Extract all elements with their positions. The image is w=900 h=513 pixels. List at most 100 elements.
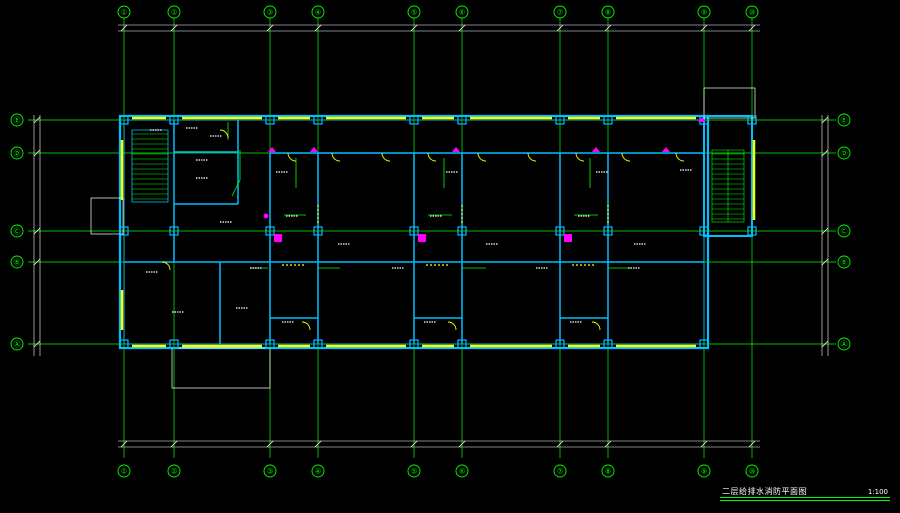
axis-label: ④ [315,9,321,17]
stair-treads [132,133,744,220]
axis-bubble-top: ① [117,5,131,19]
axis-label: ⑤ [411,9,417,17]
hydrant-box-icon [274,234,282,242]
axis-bubble-top: ⑤ [407,5,421,19]
axis-bubble-right: Ⓑ [837,255,851,269]
fire-hydrant-icon [310,147,318,152]
axis-label: ⑥ [459,9,465,17]
axis-bubble-left: Ⓒ [10,224,24,238]
column [603,226,613,236]
column [603,115,613,125]
fire-hydrant-icon [592,147,600,152]
axis-bubble-top: ⑥ [455,5,469,19]
axis-bubble-left: Ⓓ [10,146,24,160]
axis-label: Ⓔ [14,117,21,125]
door-swing [477,152,487,162]
dimension-tick [120,24,128,32]
dimension-tick [700,440,708,448]
fire-hydrant-icon [268,147,276,152]
dimension-tick [314,24,322,32]
axis-label: ① [121,9,127,17]
dimension-tick [748,24,756,32]
fire-hydrant-icon [662,147,670,152]
axis-bubble-bottom: ① [117,464,131,478]
column [457,115,467,125]
drawing-scale: 1:100 [867,488,888,496]
column [699,226,709,236]
axis-label: Ⓒ [841,228,848,236]
column [169,115,179,125]
column [119,115,129,125]
axis-label: Ⓓ [841,150,848,158]
dimension-tick [33,258,41,266]
axis-label: ⑤ [411,468,417,476]
column [313,339,323,349]
axis-bubble-top: ⑨ [697,5,711,19]
column [603,339,613,349]
dimension-tick [821,258,829,266]
axis-label: Ⓓ [14,150,21,158]
dimension-tick [556,24,564,32]
axis-label: ② [171,468,177,476]
axis-bubble-right: Ⓓ [837,146,851,160]
column [313,226,323,236]
fire-hydrant-icon [452,147,460,152]
fire-hydrants [263,117,706,242]
right-stair [711,149,745,223]
column [169,226,179,236]
dimension-tick [556,440,564,448]
dimension-ticks [33,24,829,448]
dimension-tick [821,116,829,124]
dimension-tick [604,440,612,448]
column [409,226,419,236]
axis-bubble-top: ⑦ [553,5,567,19]
axis-label: ④ [315,468,321,476]
axis-bubble-bottom: ② [167,464,181,478]
door-swing [161,261,171,271]
axis-bubble-bottom: ⑦ [553,464,567,478]
dimension-tick [604,24,612,32]
column [699,339,709,349]
dimension-tick [821,149,829,157]
axis-label: Ⓒ [14,228,21,236]
door-swing [575,152,585,162]
dimension-tick [170,440,178,448]
dimension-tick [266,440,274,448]
dimension-tick [33,340,41,348]
axis-label: ① [121,468,127,476]
axis-label: ③ [267,468,273,476]
fixture-marks [282,205,609,266]
column [555,226,565,236]
column [119,339,129,349]
axis-label: Ⓐ [841,341,848,349]
dimension-tick [410,440,418,448]
structural-columns [119,115,757,349]
column [457,339,467,349]
door-swing [527,152,537,162]
axis-label: ② [171,9,177,17]
axis-bubble-left: Ⓐ [10,337,24,351]
axis-label: Ⓑ [14,259,21,267]
door-swing [331,152,341,162]
dimension-tick [458,440,466,448]
dimension-tick [458,24,466,32]
axis-bubble-bottom: ⑥ [455,464,469,478]
axis-bubble-top: ② [167,5,181,19]
title-block: 二层给排水消防平面图 1:100 [712,482,900,513]
title-underline-secondary [720,500,890,501]
column [265,226,275,236]
axis-label: ⑨ [701,9,707,17]
column [555,339,565,349]
axis-bubble-right: Ⓔ [837,113,851,127]
axis-bubble-bottom: ⑤ [407,464,421,478]
hydrant-box-icon [564,234,572,242]
door-swing [381,152,391,162]
axis-bubble-right: Ⓐ [837,337,851,351]
hydrant-riser-icon [263,213,269,219]
dimension-tick [314,440,322,448]
dimension-tick [700,24,708,32]
column [747,115,757,125]
column [555,115,565,125]
